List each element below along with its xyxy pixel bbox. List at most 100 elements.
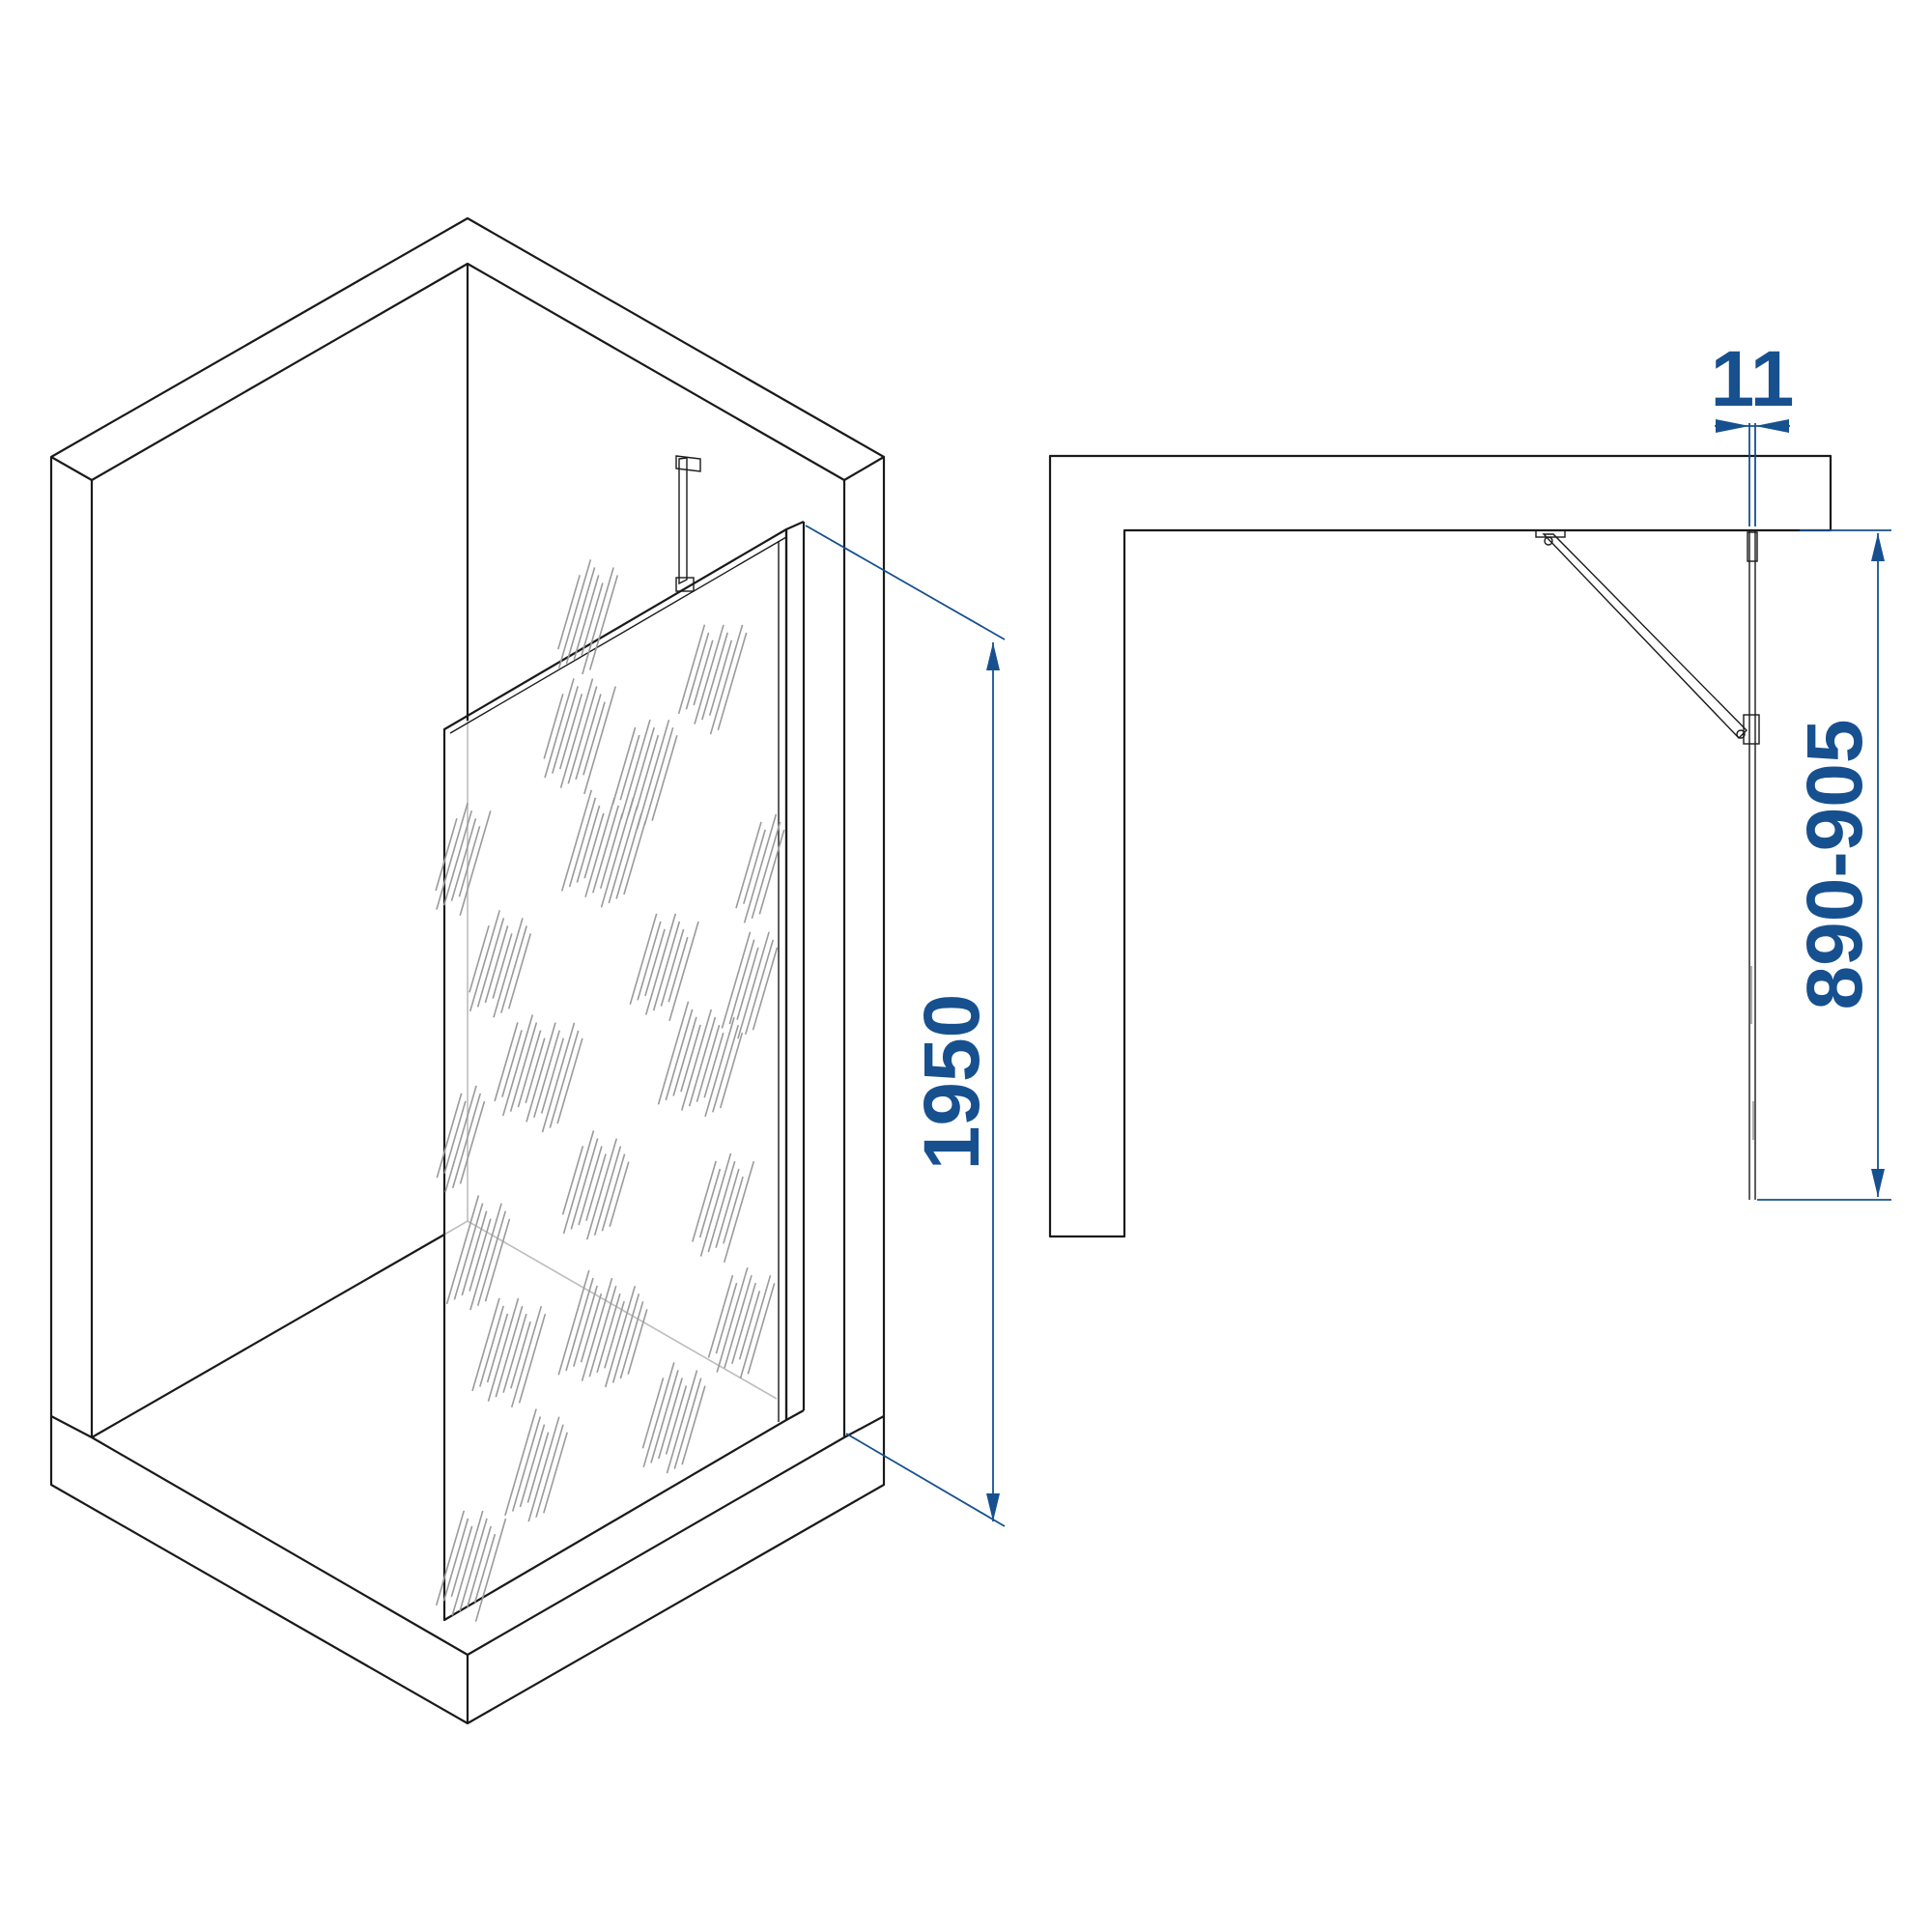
glass-hatch-stroke <box>562 1130 595 1235</box>
width-dimension: 890-905 <box>1757 529 1891 1201</box>
glass-hatch-stroke <box>600 797 635 908</box>
glass-panel <box>442 527 788 1622</box>
glass-hatch-stroke <box>561 1146 584 1215</box>
isometric-view <box>49 216 886 1725</box>
height-dimension: 1950 <box>805 525 1006 1527</box>
glass-hatch-stroke <box>635 734 660 811</box>
glass-hatch-stroke <box>604 1300 625 1369</box>
glass-hatch-stroke <box>704 1016 735 1118</box>
glass-hatch-stroke <box>453 1203 484 1300</box>
glass-hatch-stroke <box>459 1518 488 1612</box>
glass-hatch-stroke <box>451 1093 482 1189</box>
glass-hatch-stroke <box>535 1424 564 1518</box>
glass-hatch-stroke <box>495 1305 524 1398</box>
glass-hatch-stroke <box>644 913 677 1015</box>
glass-hatch-stroke <box>723 1160 755 1264</box>
glass-hatch-stroke <box>486 1313 509 1383</box>
plan-support-bar <box>1542 533 1747 740</box>
glass-hatch-stroke <box>500 925 527 1013</box>
glass-hatch-stroke <box>629 913 658 1006</box>
glass-hatch-stroke <box>747 1283 776 1375</box>
glass-hatch-stroke <box>541 1022 576 1133</box>
glass-hatch-stroke <box>479 1305 504 1387</box>
glass-hatch-stroke <box>593 1146 622 1236</box>
glass-hatch-stroke <box>578 1146 603 1226</box>
glass-hatch-stroke <box>494 1022 519 1102</box>
glass-hatch-stroke <box>668 921 699 1022</box>
glass-hatch-stroke <box>509 1022 538 1112</box>
glass-hatch-stroke <box>557 575 581 650</box>
glass-hatch-stroke <box>443 1100 467 1174</box>
glass-hatch-stroke <box>615 812 642 899</box>
glass-hatch-stroke <box>565 567 596 665</box>
glass-hatch-stroke <box>543 694 564 759</box>
thickness-label: 11 <box>1711 335 1795 423</box>
glass-hatch-stroke <box>568 797 597 888</box>
glass-hatch-stroke <box>681 1385 706 1465</box>
glass-hatch-stroke <box>444 1085 477 1193</box>
glass-hatch-stroke <box>685 632 710 710</box>
glass-hatch-stroke <box>469 1203 502 1311</box>
glass-hatch-stroke <box>583 812 605 879</box>
glass-hatch-stroke <box>703 1032 724 1098</box>
glass-hatch-stroke <box>493 918 524 1018</box>
glass-hatch-stroke <box>668 936 689 1003</box>
glass-hatch-stroke <box>581 582 604 656</box>
glass-hatch-stroke <box>680 1009 713 1111</box>
glass-hatch-stroke <box>585 1153 607 1221</box>
glass-hatch-stroke <box>642 1362 675 1468</box>
glass-hatch-stroke <box>717 632 748 731</box>
glass-hatch-stroke <box>692 1160 717 1242</box>
glass-hatch-stroke <box>588 575 619 670</box>
glass-hatch-stroke <box>583 686 616 795</box>
glass-hatch-stroke <box>580 1293 603 1363</box>
glass-hatch-stroke <box>752 947 779 1031</box>
glass-hatch-stroke <box>459 1100 486 1184</box>
glass-hatch-stroke <box>658 1378 683 1460</box>
tray-rim <box>50 1415 885 1657</box>
glass-hatch-stroke <box>552 686 579 774</box>
glass-hatch-stroke <box>507 933 532 1009</box>
glass-hatch-stroke <box>469 910 501 1012</box>
glass-hatch-stroke <box>608 805 639 904</box>
ceiling-bracket <box>675 455 701 472</box>
glass-hatch-stroke <box>588 1285 617 1378</box>
glass-hatch-stroke <box>487 1297 520 1402</box>
glass-hatch-stroke <box>715 1168 740 1248</box>
glass-hatch-stroke <box>442 1518 469 1602</box>
glass-hatch-stroke <box>731 1282 756 1365</box>
glass-hatch-stroke <box>442 810 473 906</box>
glass-hatch-stroke <box>693 639 714 706</box>
glass-hatch-stroke <box>565 1277 594 1372</box>
glass-hatch-stroke <box>736 947 759 1020</box>
glass-hatch-stroke <box>609 1161 630 1228</box>
glass-hatch-stroke <box>644 928 666 997</box>
glass-hatch-stroke <box>484 1218 511 1302</box>
glass-hatch-stroke <box>743 813 778 923</box>
glass-hatch-stroke <box>435 817 458 892</box>
width-label: 890-905 <box>1791 720 1879 1010</box>
glass-hatch-stroke <box>665 1009 694 1101</box>
glass-hatch-stroke <box>627 1309 648 1375</box>
glass-hatch-stroke <box>701 632 728 721</box>
glass-hatch-stroke <box>543 1432 568 1514</box>
glass-hatch-stroke <box>611 1293 640 1383</box>
glass-hatch-stroke <box>450 818 477 901</box>
glass-hatch-stroke <box>518 1313 547 1404</box>
glass-hatch-stroke <box>484 925 509 1004</box>
glass-hatch-stroke <box>533 1030 560 1119</box>
glass-hatch-stroke <box>469 924 490 993</box>
glass-hatch-stroke <box>582 567 614 675</box>
glass-hatch-stroke <box>558 694 583 770</box>
glass-hatch-stroke <box>737 931 770 1039</box>
glass-hatch-stroke <box>582 701 606 776</box>
glass-hatch-stroke <box>501 1014 534 1117</box>
glass-hatch-stroke <box>474 1518 507 1622</box>
glass-hatch-stroke <box>576 805 601 883</box>
glass-hatch-stroke <box>712 1024 739 1113</box>
glass-hatch-stroke <box>476 1210 507 1306</box>
glass-hatch-stroke <box>517 1030 542 1108</box>
glass-hatch-stroke <box>510 1305 543 1408</box>
glass-hatch-stroke <box>707 1160 736 1253</box>
